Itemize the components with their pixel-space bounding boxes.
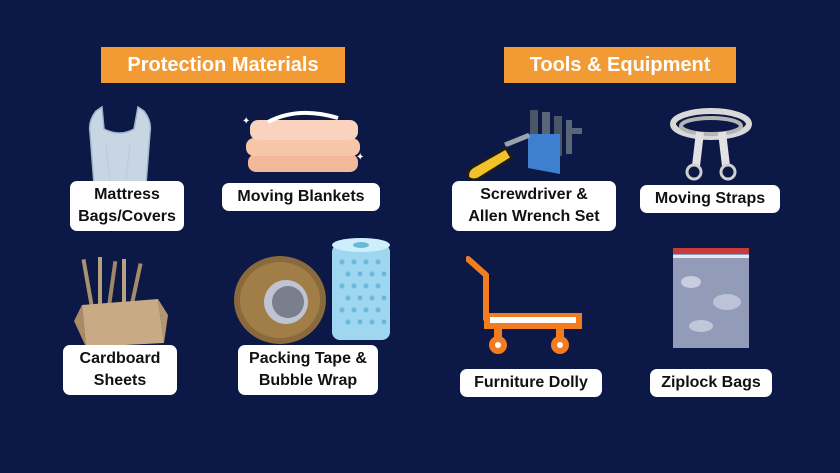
item-label-cardboard-sheets: Cardboard Sheets bbox=[63, 345, 177, 395]
svg-text:✦: ✦ bbox=[242, 116, 250, 127]
item-label-furniture-dolly: Furniture Dolly bbox=[460, 369, 602, 397]
ziplock-bag-icon bbox=[671, 246, 751, 350]
item-label-tape-bubble-wrap: Packing Tape & Bubble Wrap bbox=[238, 345, 378, 395]
item-label-moving-blankets: Moving Blankets bbox=[222, 183, 380, 211]
item-label-screwdriver-allen-set: Screwdriver & Allen Wrench Set bbox=[452, 181, 616, 231]
plastic-bag-icon bbox=[80, 103, 160, 188]
screwdriver-allen-wrench-icon bbox=[466, 108, 586, 186]
svg-text:✦: ✦ bbox=[356, 152, 364, 163]
folded-blankets-icon: ✦ ✦ bbox=[238, 104, 370, 176]
section-header-tools: Tools & Equipment bbox=[504, 47, 736, 83]
item-label-moving-straps: Moving Straps bbox=[640, 185, 780, 213]
item-label-ziplock-bags: Ziplock Bags bbox=[650, 369, 772, 397]
tape-and-bubble-wrap-icon bbox=[228, 236, 394, 346]
moving-straps-icon bbox=[668, 108, 754, 186]
cardboard-box-icon bbox=[72, 255, 170, 347]
dolly-icon bbox=[466, 253, 584, 357]
section-header-protection: Protection Materials bbox=[101, 47, 345, 83]
item-label-mattress-bags: Mattress Bags/Covers bbox=[70, 181, 184, 231]
